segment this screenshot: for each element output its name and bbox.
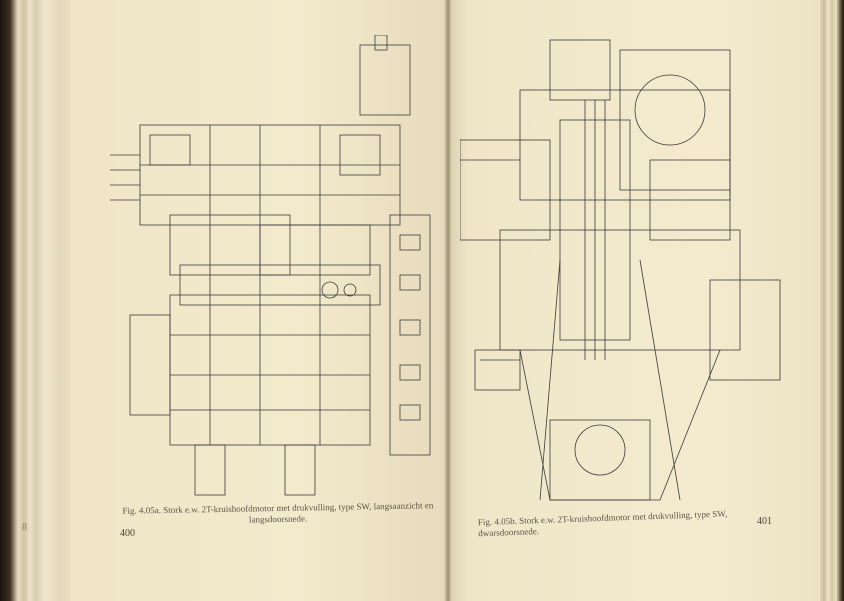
page-number-left: 400 (120, 528, 135, 539)
book-page-edges-left (0, 0, 80, 601)
engine-cross-section-drawing (460, 39, 781, 501)
right-page (448, 0, 823, 601)
margin-mark: 8 (22, 522, 27, 533)
book-gutter (444, 0, 452, 601)
engine-longitudinal-drawing (110, 35, 431, 496)
left-page (70, 0, 448, 601)
book-page-edges-right (820, 0, 844, 601)
page-number-right: 401 (757, 516, 772, 527)
